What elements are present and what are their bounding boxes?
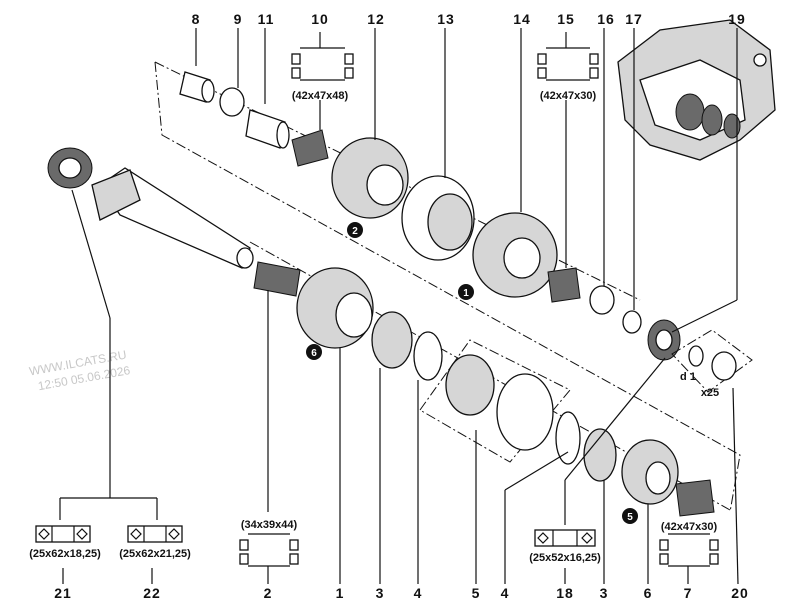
- dimension-21: (25x62x18,25): [29, 548, 101, 560]
- marker-2: 2: [347, 222, 363, 238]
- callout-7: 7: [684, 585, 693, 601]
- callout-2: 2: [264, 585, 273, 601]
- bushing-8: [179, 71, 215, 103]
- callout-4b: 4: [501, 585, 510, 601]
- ring-9: [219, 87, 245, 117]
- callout-3b: 3: [600, 585, 609, 601]
- marker-6: 6: [306, 344, 322, 360]
- bearing-symbol-18: [534, 529, 596, 547]
- callout-9: 9: [234, 11, 243, 27]
- callout-5: 5: [472, 585, 481, 601]
- callout-4a: 4: [414, 585, 423, 601]
- spring-4b: [555, 411, 581, 465]
- needle-symbol-7: [659, 533, 719, 567]
- svg-text:1: 1: [463, 288, 469, 299]
- synchro-13: [401, 175, 475, 261]
- gear-12: [331, 137, 409, 219]
- needle-symbol-10: [291, 32, 354, 81]
- callout-13: 13: [437, 11, 455, 27]
- gearbox-thumbnail: [617, 19, 776, 161]
- needle-symbol-2: [239, 533, 299, 567]
- needle-bearing-7: [675, 479, 715, 517]
- callout-17: 17: [625, 11, 643, 27]
- callout-22: 22: [143, 585, 161, 601]
- washer-set-20: d 1 x25: [671, 329, 753, 399]
- washer-dim-b: x25: [701, 387, 719, 399]
- input-shaft: [91, 167, 254, 269]
- callout-11: 11: [258, 11, 275, 27]
- callout-8: 8: [192, 11, 201, 27]
- gear-6: [621, 439, 679, 505]
- spring-4a: [413, 331, 443, 381]
- needle-bearing-15: [547, 267, 581, 303]
- callout-1: 1: [336, 585, 345, 601]
- callout-18: 18: [556, 585, 574, 601]
- svg-text:6: 6: [311, 348, 317, 359]
- callout-16: 16: [597, 11, 615, 27]
- callout-12: 12: [367, 11, 385, 27]
- callout-10: 10: [311, 11, 329, 27]
- callout-14: 14: [513, 11, 531, 27]
- svg-text:5: 5: [627, 512, 633, 523]
- synchro-ring-3b: [583, 428, 617, 482]
- svg-text:2: 2: [352, 226, 358, 237]
- needle-bearing-2: [253, 261, 301, 297]
- needle-symbol-15: [537, 32, 599, 81]
- bearing-symbol-22: [127, 525, 183, 543]
- top-leaders: [195, 28, 738, 333]
- watermark: WWW.ILCATS.RU 12:50 05.06.2026: [28, 348, 131, 394]
- dimension-10: (42x47x48): [292, 90, 349, 102]
- callout-19: 19: [728, 11, 746, 27]
- callout-15: 15: [557, 11, 575, 27]
- callout-21: 21: [54, 585, 72, 601]
- gear-1: [296, 267, 374, 349]
- callout-3a: 3: [376, 585, 385, 601]
- bearing-19: [647, 319, 681, 361]
- marker-5: 5: [622, 508, 638, 524]
- dimension-7: (42x47x30): [661, 521, 718, 533]
- bottom-leaders: [59, 189, 739, 585]
- dimension-22: (25x62x21,25): [119, 548, 191, 560]
- dimension-2: (34x39x44): [241, 519, 298, 531]
- synchro-hub-5: [419, 339, 571, 463]
- marker-1: 1: [458, 284, 474, 300]
- callout-6: 6: [644, 585, 653, 601]
- washer-17: [622, 310, 642, 334]
- bearing-symbol-21: [35, 525, 91, 543]
- sleeve-11: [245, 109, 290, 149]
- dimension-18: (25x52x16,25): [529, 552, 601, 564]
- dimension-15: (42x47x30): [540, 90, 597, 102]
- callout-20: 20: [731, 585, 749, 601]
- washer-dim-a: d 1: [680, 371, 696, 383]
- gear-14: [472, 212, 558, 298]
- ring-16: [589, 285, 615, 315]
- needle-bearing-10: [291, 129, 329, 167]
- bearing-21: [47, 147, 93, 189]
- synchro-ring-3a: [371, 311, 413, 369]
